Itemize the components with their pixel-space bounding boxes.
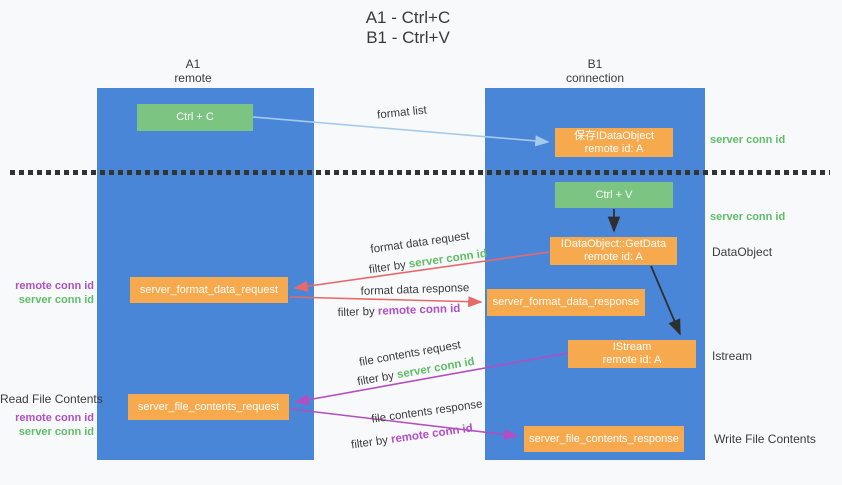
lifeline-left-header: A1 remote [113, 57, 273, 85]
save-idataobject-line1: 保存IDataObject [573, 129, 655, 142]
filter-by-text: filter by [368, 259, 407, 277]
save-idataobject-node: 保存IDataObject remote id: A [555, 128, 673, 157]
remote-conn-id-label-bottom: remote conn id [15, 412, 94, 424]
lifeline-left-name: A1 [185, 57, 201, 71]
ctrl-c-node: Ctrl + C [137, 104, 253, 131]
save-idataobject-line2: remote id: A [584, 142, 644, 155]
server-format-data-response-node: server_format_data_response [487, 289, 645, 316]
lifeline-right-header: B1 connection [515, 57, 675, 85]
lifeline-left-role: remote [174, 71, 212, 85]
server-conn-id-label-top: server conn id [710, 134, 786, 146]
ctrl-c-label: Ctrl + C [176, 111, 214, 123]
conn-id-block-mid: remote conn id server conn id [0, 279, 94, 307]
lifeline-right-role: connection [565, 71, 625, 85]
page-title: A1 - Ctrl+C B1 - Ctrl+V [308, 8, 508, 48]
istream-line1: IStream [612, 341, 652, 353]
title-line-2: B1 - Ctrl+V [366, 28, 450, 47]
getdata-node: IDataObject::GetData remote id: A [550, 237, 677, 265]
server-conn-id-label-bottom: server conn id [18, 426, 94, 438]
title-line-1: A1 - Ctrl+C [365, 8, 451, 27]
filter-by-remote-conn-id-label-2: filter by remote conn id [350, 423, 473, 452]
read-file-contents-label: Read File Contents [0, 392, 103, 406]
remote-conn-id-keyword: remote conn id [377, 302, 461, 318]
filter-by-text: filter by [356, 369, 396, 389]
server-format-data-response-label: server_format_data_response [492, 296, 640, 308]
server-file-contents-response-label: server_file_contents_response [529, 432, 679, 445]
server-file-contents-response-node: server_file_contents_response [524, 426, 684, 452]
format-data-response-arrow [289, 296, 483, 308]
istream-node: IStream remote id: A [568, 340, 696, 368]
remote-conn-id-keyword: remote conn id [390, 422, 474, 446]
filter-by-text: filter by [337, 305, 375, 320]
server-format-data-request-node: server_format_data_request [130, 277, 288, 303]
istream-line2: remote id: A [602, 354, 662, 366]
format-data-response-label: format data response [360, 282, 470, 298]
server-file-contents-request-label: server_file_contents_request [137, 400, 280, 413]
filter-by-text: filter by [350, 434, 389, 452]
istream-side-label: Istream [712, 349, 753, 363]
ctrl-v-label: Ctrl + V [595, 188, 633, 201]
getdata-line2: remote id: A [584, 251, 643, 263]
filter-by-remote-conn-id-label-1: filter by remote conn id [337, 303, 460, 319]
format-list-label: format list [376, 104, 428, 122]
server-format-data-request-label: server_format_data_request [139, 283, 279, 296]
server-conn-id-keyword: server conn id [408, 247, 488, 271]
conn-id-block-bottom: remote conn id server conn id [0, 411, 94, 439]
server-file-contents-request-node: server_file_contents_request [128, 394, 289, 420]
write-file-contents-label: Write File Contents [714, 432, 816, 446]
server-conn-id-label-mid-left: server conn id [18, 294, 94, 306]
file-contents-response-label: file contents response [370, 398, 484, 426]
divider-dotted-line [10, 170, 830, 175]
ctrl-v-node: Ctrl + V [555, 182, 673, 208]
server-conn-id-label-mid: server conn id [710, 211, 786, 223]
lifeline-right-name: B1 [587, 57, 603, 71]
dataobject-label: DataObject [712, 245, 773, 259]
remote-conn-id-label-mid: remote conn id [15, 280, 94, 292]
getdata-line1: IDataObject::GetData [560, 238, 667, 250]
